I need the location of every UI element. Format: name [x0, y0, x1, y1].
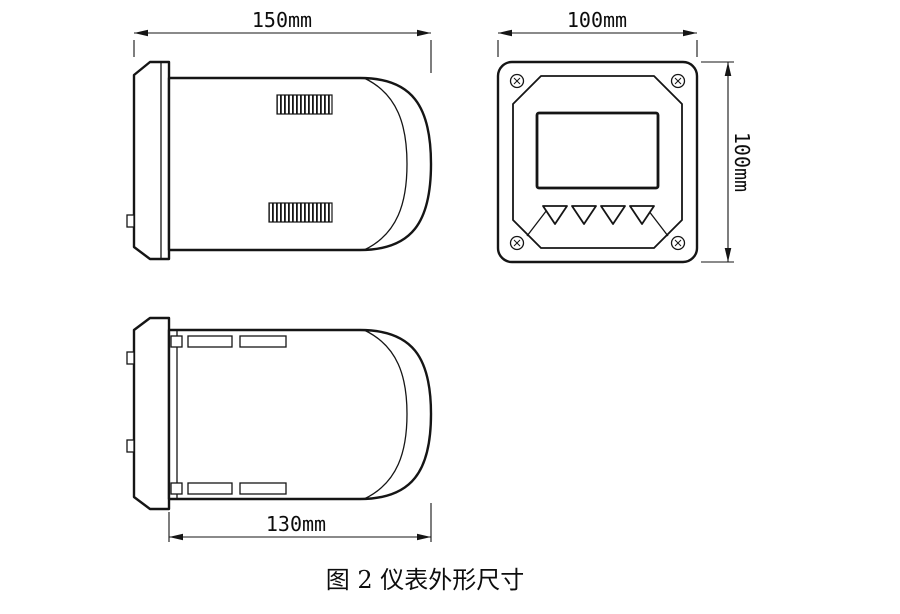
- front-view-drawing: [496, 60, 699, 264]
- side-view-body-contour: [363, 77, 408, 251]
- mount-slot-upper-2: [239, 335, 287, 348]
- dimension-label-front-width: 100mm: [567, 8, 627, 32]
- corner-screw-top-right: [670, 73, 686, 89]
- top-view-flange: [132, 316, 171, 511]
- dimension-front-width: 100mm: [497, 8, 698, 57]
- side-view-body: [167, 76, 433, 252]
- dimension-front-height: 100mm: [701, 61, 754, 263]
- vent-grille-lower: [268, 202, 333, 223]
- vent-grille-upper: [276, 94, 333, 115]
- corner-screw-top-left: [509, 73, 525, 89]
- arrowhead-left: [134, 29, 148, 37]
- dimension-mount-depth: 130mm: [168, 503, 432, 542]
- dimension-side-width: 150mm: [133, 8, 432, 73]
- arrowhead-right: [417, 29, 431, 37]
- top-view-flange-clip-lower: [126, 439, 135, 453]
- mount-slot-lower-2: [239, 482, 287, 495]
- top-view-body-contour: [363, 329, 408, 500]
- arrowhead-top: [724, 62, 732, 76]
- mount-slot-lower-1: [187, 482, 233, 495]
- corner-screw-bottom-right: [670, 235, 686, 251]
- side-view-drawing: [126, 60, 433, 261]
- side-view-flange: [132, 60, 171, 261]
- mount-tab-upper: [170, 335, 183, 348]
- mount-slot-upper-1: [187, 335, 233, 348]
- arrowhead-right: [683, 29, 697, 37]
- corner-screw-bottom-left: [509, 235, 525, 251]
- arrowhead-left: [169, 533, 183, 541]
- keypad-button-triangle-4: [629, 205, 655, 225]
- arrowhead-right: [417, 533, 431, 541]
- arrowhead-bottom: [724, 248, 732, 262]
- top-view-body: [167, 328, 433, 501]
- screw-slot: [674, 239, 682, 247]
- top-view-flange-clip-upper: [126, 351, 135, 365]
- side-view-flange-clip: [126, 214, 135, 228]
- dimension-label-front-height: 100mm: [730, 132, 754, 192]
- dimension-label-mount-depth: 130mm: [266, 512, 326, 536]
- keypad-button-triangle-1: [542, 205, 568, 225]
- screw-slot: [513, 239, 521, 247]
- keypad-button-triangle-3: [600, 205, 626, 225]
- figure-caption: 图 2 仪表外形尺寸: [326, 566, 525, 594]
- dimension-label-side-width: 150mm: [252, 8, 312, 32]
- screw-slot: [674, 77, 682, 85]
- mount-tab-lower: [170, 482, 183, 495]
- screw-slot: [513, 77, 521, 85]
- top-view-drawing: [126, 316, 433, 511]
- keypad-button-triangle-2: [571, 205, 597, 225]
- arrowhead-left: [498, 29, 512, 37]
- lcd-screen: [535, 111, 660, 190]
